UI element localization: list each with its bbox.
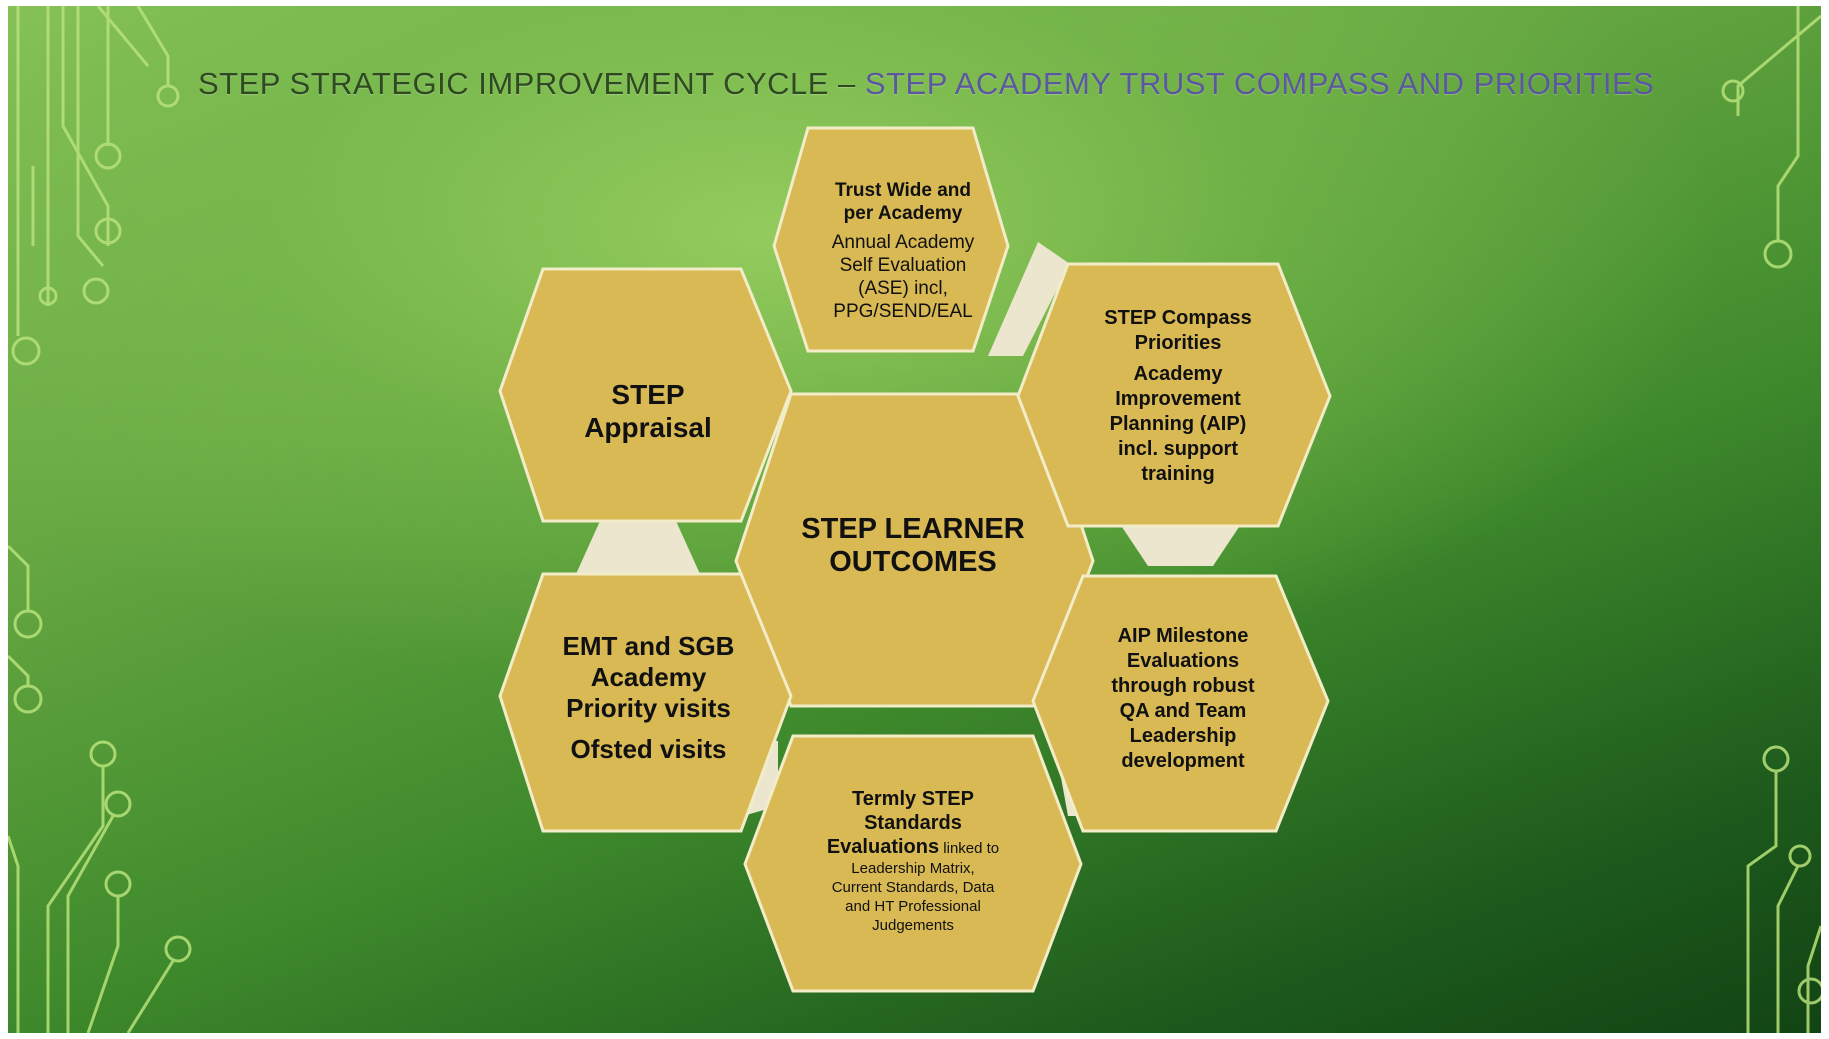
hex-center-text: STEP LEARNER OUTCOMES [753, 496, 1073, 596]
connector-right-bottomright [1118, 521, 1243, 566]
appraisal-line-1: STEP [611, 379, 685, 410]
right-sub-1: Academy [1133, 362, 1223, 385]
right-sub-5: training [1141, 462, 1215, 485]
hex-center [734, 392, 1095, 708]
top-heading-2: per Academy [843, 203, 963, 224]
bottom-line-2: Standards [864, 812, 962, 834]
br-line-1: AIP Milestone [1117, 624, 1249, 647]
bottom-line-5: Current Standards, Data [831, 879, 995, 896]
bottom-line-4: Leadership Matrix, [851, 860, 975, 877]
center-line-2: OUTCOMES [829, 546, 997, 578]
bottom-line-1: Termly STEP [852, 788, 974, 810]
slide-title: STEP STRATEGIC IMPROVEMENT CYCLE – STEP … [198, 66, 1698, 116]
top-sub-1: Annual Academy [831, 232, 975, 253]
hex-bottom-right [1031, 574, 1330, 833]
right-sub-2: Improvement [1115, 387, 1241, 410]
hex-bottom-text: Termly STEP Standards Evaluations linked… [798, 771, 1028, 951]
hex-bottom [743, 734, 1083, 993]
hex-right-text: STEP Compass Priorities Academy Improvem… [1083, 291, 1273, 501]
right-sub-3: Planning (AIP) [1109, 412, 1247, 435]
br-line-4: QA and Team [1119, 699, 1247, 722]
title-accent: STEP ACADEMY TRUST COMPASS AND PRIORITIE… [864, 66, 1655, 101]
br-line-2: Evaluations [1126, 649, 1240, 672]
top-heading-1: Trust Wide and [834, 180, 971, 201]
title-main: STEP STRATEGIC IMPROVEMENT CYCLE – [198, 66, 865, 101]
hex-top [772, 126, 1010, 353]
cycle-diagram [498, 126, 1332, 993]
hex-appraisal-text: STEP Appraisal [518, 351, 778, 471]
right-heading-1: STEP Compass [1104, 306, 1252, 329]
connector-top-right [988, 242, 1070, 356]
lb-line-1: EMT and SGB [562, 631, 735, 661]
bottom-line-3: Evaluations linked to [827, 835, 999, 859]
circuit-decoration [8, 6, 1821, 1033]
hex-left-bottom [498, 572, 793, 833]
br-line-6: development [1121, 749, 1245, 772]
right-sub-4: incl. support [1118, 437, 1238, 460]
appraisal-line-2: Appraisal [584, 412, 712, 443]
hex-appraisal [498, 267, 793, 523]
hex-bottom-right-text: AIP Milestone Evaluations through robust… [1088, 611, 1278, 786]
lb-line-2: Academy [590, 662, 707, 692]
hex-right [1016, 262, 1332, 528]
right-heading-2: Priorities [1134, 331, 1222, 354]
center-line-1: STEP LEARNER [801, 513, 1025, 545]
top-sub-2: Self Evaluation [839, 255, 967, 276]
lb-line-3: Priority visits [566, 693, 731, 723]
bottom-line-7: Judgements [872, 917, 954, 934]
connector-appraisal-left [576, 521, 700, 574]
bottom-line-3-bold: Evaluations [826, 836, 940, 858]
top-sub-3: (ASE) incl, [858, 278, 948, 299]
br-line-3: through robust [1111, 674, 1255, 697]
slide: STEP STRATEGIC IMPROVEMENT CYCLE – STEP … [8, 6, 1821, 1033]
hex-top-text: Trust Wide and per Academy Annual Academ… [803, 151, 1003, 351]
br-line-5: Leadership [1129, 724, 1237, 747]
bottom-line-6: and HT Professional [845, 898, 981, 915]
lb-line-4: Ofsted visits [570, 734, 727, 764]
hex-left-bottom-text: EMT and SGB Academy Priority visits Ofst… [516, 618, 781, 778]
bottom-line-3-rest: linked to [939, 840, 1000, 857]
top-sub-4: PPG/SEND/EAL [833, 301, 973, 322]
